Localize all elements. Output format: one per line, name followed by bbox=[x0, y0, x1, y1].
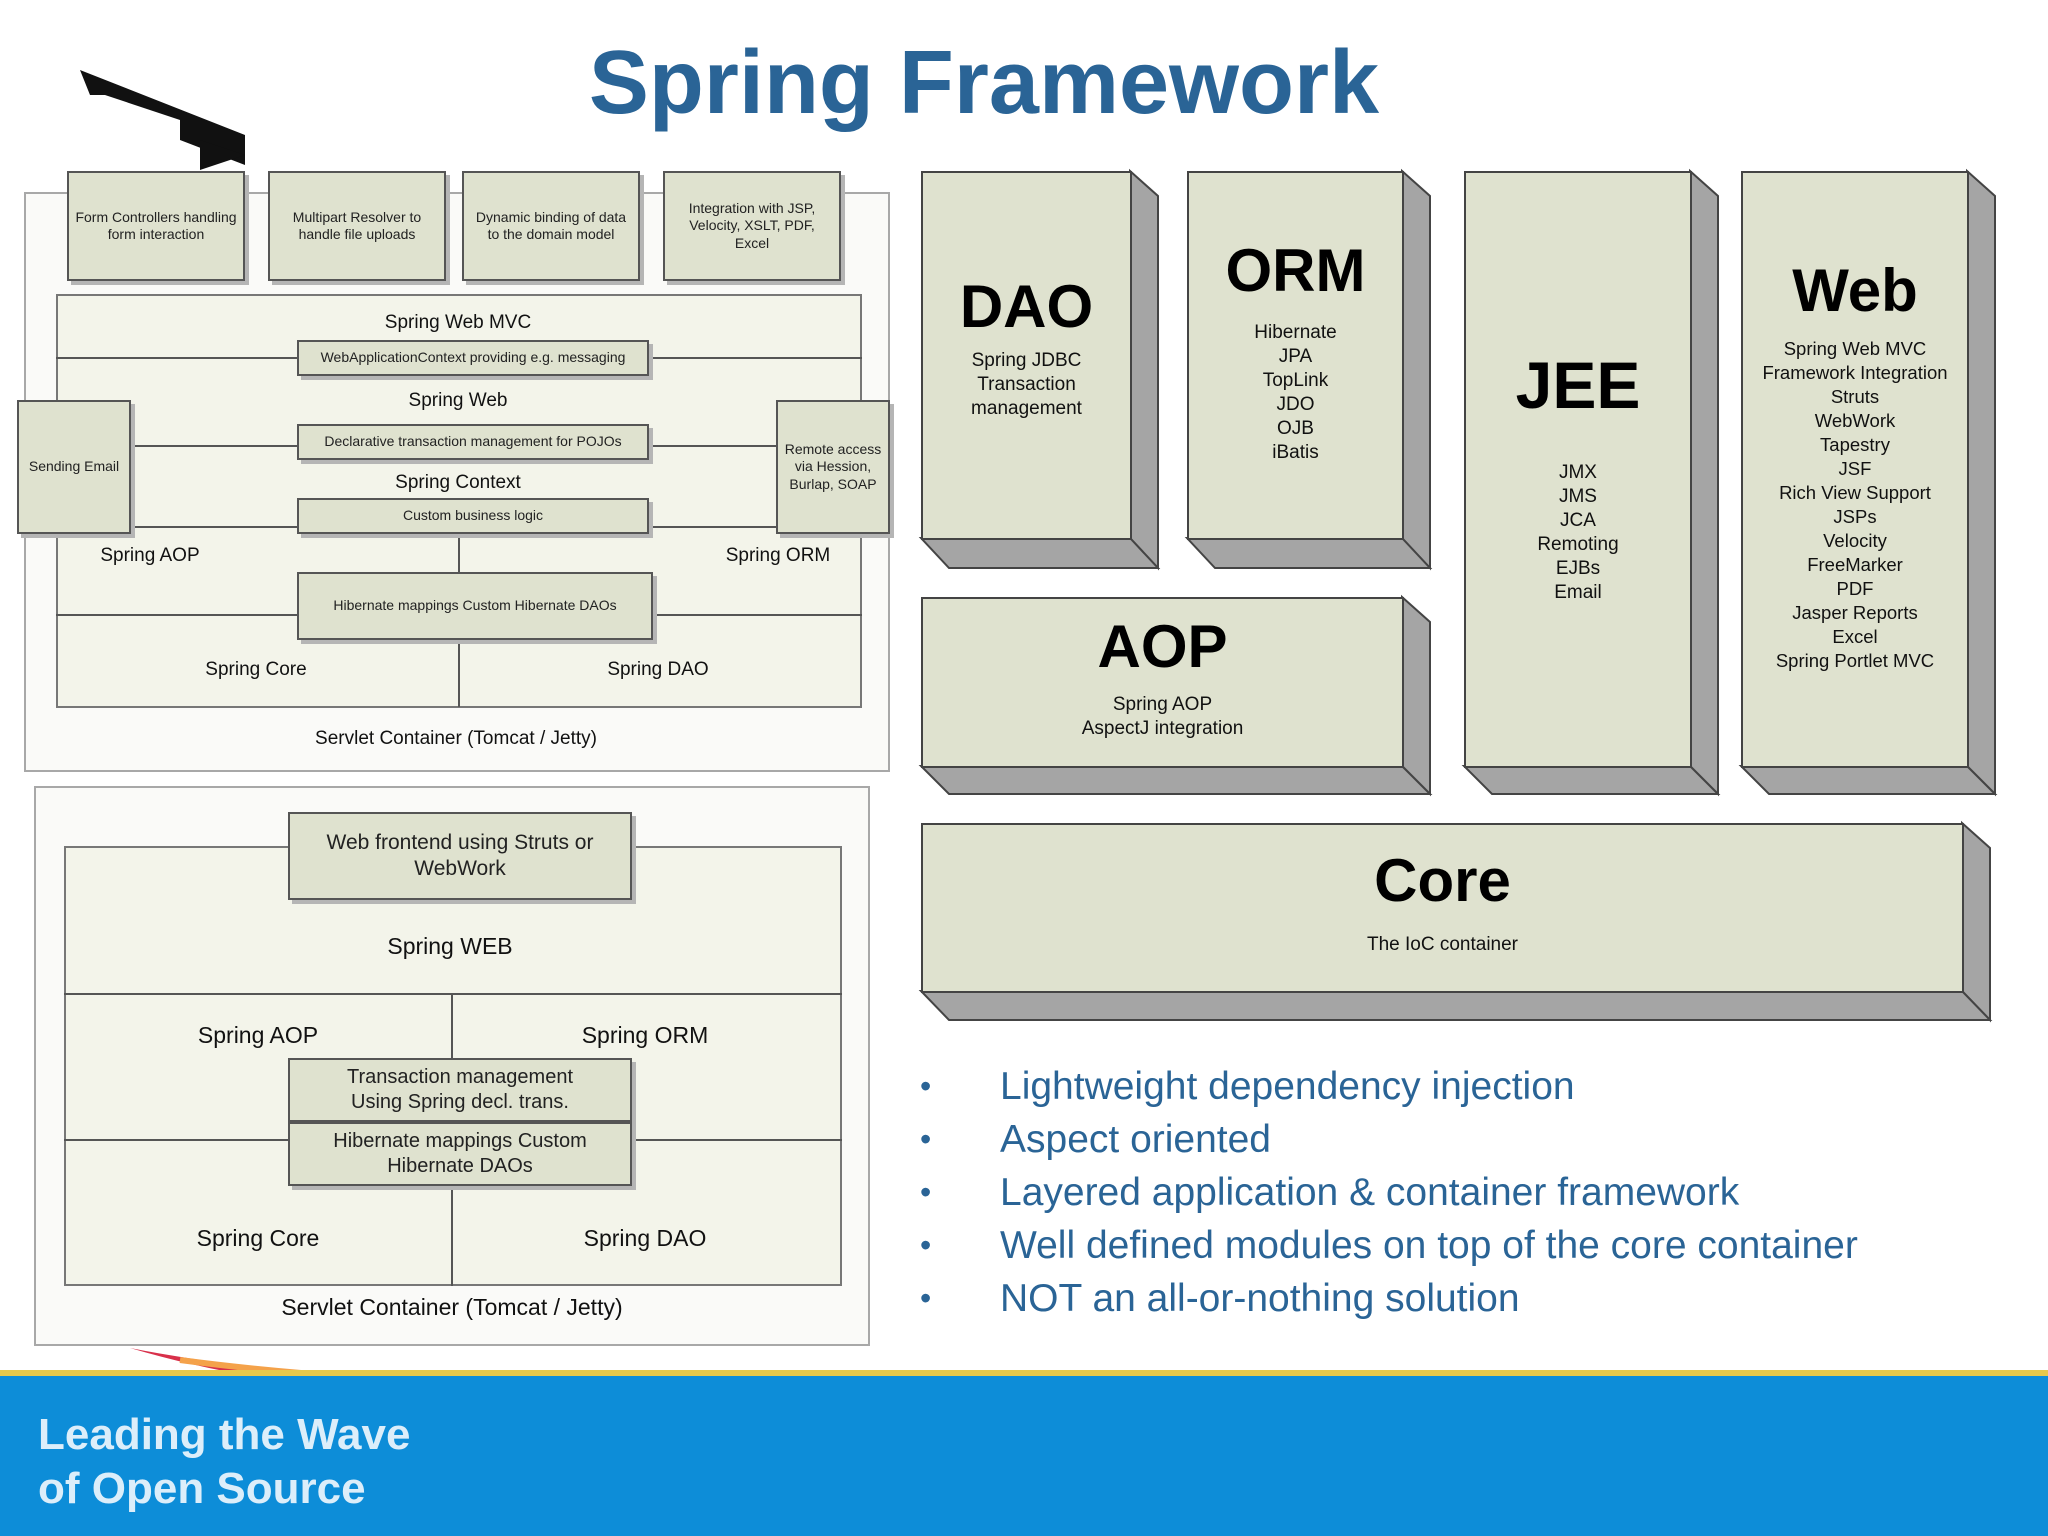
hibernate-box: Hibernate mappings Custom Hibernate DAOs bbox=[297, 572, 653, 640]
list-item: •Aspect oriented bbox=[920, 1117, 1272, 1161]
servlet-container-label: Servlet Container (Tomcat / Jetty) bbox=[281, 1294, 623, 1320]
spring-orm-label: Spring ORM bbox=[725, 545, 831, 566]
dao-title: DAO bbox=[959, 273, 1094, 340]
bullet-icon: • bbox=[920, 1227, 932, 1263]
jee-item: EJBs bbox=[1555, 558, 1601, 579]
list-item: •Well defined modules on top of the core… bbox=[920, 1223, 1858, 1267]
dynamic-binding-box: Dynamic binding of data to the domain mo… bbox=[462, 171, 640, 281]
orm-item: OJB bbox=[1277, 418, 1314, 439]
orm-module: ORM Hibernate JPA TopLink JDO OJB iBatis bbox=[1187, 171, 1404, 540]
web-item: WebWork bbox=[1814, 410, 1896, 431]
custom-logic-box: Custom business logic bbox=[297, 498, 649, 534]
core-item: The IoC container bbox=[1366, 934, 1519, 955]
web-item: JSF bbox=[1838, 458, 1872, 479]
dao-module: DAO Spring JDBC Transaction management bbox=[921, 171, 1132, 540]
web-title: Web bbox=[1792, 257, 1918, 324]
web-item: Struts bbox=[1830, 386, 1880, 407]
jee-item: JMX bbox=[1558, 462, 1597, 483]
spring-aop-label: Spring AOP bbox=[197, 1022, 319, 1048]
web-item: Velocity bbox=[1823, 530, 1887, 551]
web-item: FreeMarker bbox=[1807, 554, 1903, 575]
web-item: Spring Portlet MVC bbox=[1775, 650, 1935, 671]
jee-item: Email bbox=[1554, 582, 1602, 603]
dao-item: Transaction bbox=[977, 374, 1076, 395]
web-item: Jasper Reports bbox=[1792, 602, 1918, 623]
aop-title: AOP bbox=[1097, 613, 1228, 680]
jee-module: JEE JMX JMS JCA Remoting EJBs Email bbox=[1464, 171, 1692, 768]
spring-core-label: Spring Core bbox=[205, 659, 307, 680]
jee-item: Remoting bbox=[1537, 534, 1619, 555]
spring-context-label: Spring Context bbox=[395, 472, 521, 493]
spring-web-mvc-label: Spring Web MVC bbox=[384, 312, 532, 333]
web-item: JSPs bbox=[1833, 506, 1877, 527]
apache-logo-icon bbox=[80, 70, 245, 170]
spring-dao-label: Spring DAO bbox=[607, 659, 709, 680]
hibernate-box: Hibernate mappings Custom Hibernate DAOs bbox=[288, 1122, 632, 1186]
jee-title: JEE bbox=[1515, 348, 1641, 422]
list-item: •Layered application & container framewo… bbox=[920, 1170, 1740, 1214]
orm-item: iBatis bbox=[1272, 442, 1319, 463]
remote-access-box: Remote access via Hession, Burlap, SOAP bbox=[776, 400, 890, 534]
bullet-icon: • bbox=[920, 1174, 932, 1210]
web-item: Spring Web MVC bbox=[1783, 338, 1927, 359]
spring-aop-label: Spring AOP bbox=[100, 545, 200, 566]
list-item: •NOT an all-or-nothing solution bbox=[920, 1276, 1520, 1320]
bullet-icon: • bbox=[920, 1068, 932, 1104]
spring-orm-label: Spring ORM bbox=[581, 1022, 709, 1048]
aop-module: AOP Spring AOP AspectJ integration bbox=[921, 597, 1404, 768]
bullet-icon: • bbox=[920, 1280, 932, 1316]
aop-item: Spring AOP bbox=[1112, 694, 1213, 715]
web-item: Tapestry bbox=[1820, 434, 1890, 455]
module-depth-shading bbox=[918, 168, 1998, 1023]
web-item: PDF bbox=[1836, 578, 1874, 599]
dao-item: management bbox=[971, 398, 1082, 419]
web-item: Excel bbox=[1832, 626, 1878, 647]
spring-dao-label: Spring DAO bbox=[583, 1225, 707, 1251]
list-item: •Lightweight dependency injection bbox=[920, 1064, 1575, 1108]
orm-item: JDO bbox=[1276, 394, 1315, 415]
core-module: Core The IoC container bbox=[921, 823, 1964, 993]
dao-item: Spring JDBC bbox=[971, 350, 1082, 371]
webappcontext-box: WebApplicationContext providing e.g. mes… bbox=[297, 340, 649, 376]
footer-line-2: of Open Source bbox=[38, 1464, 366, 1513]
footer-line-1: Leading the Wave bbox=[38, 1410, 411, 1459]
web-module: Web Spring Web MVC Framework Integration… bbox=[1741, 171, 1969, 768]
spring-web-label: Spring Web bbox=[408, 390, 508, 411]
footer-slogan: Leading the Wave of Open Source bbox=[38, 1408, 410, 1516]
spring-core-label: Spring Core bbox=[196, 1225, 320, 1251]
tx-management-box: Transaction management Using Spring decl… bbox=[288, 1058, 632, 1122]
feature-list: •Lightweight dependency injection •Aspec… bbox=[920, 1060, 2020, 1325]
form-controllers-box: Form Controllers handling form interacti… bbox=[67, 171, 245, 281]
orm-item: Hibernate bbox=[1254, 322, 1337, 343]
jee-item: JCA bbox=[1560, 510, 1596, 531]
page-title: Spring Framework bbox=[588, 33, 1380, 133]
divider bbox=[64, 993, 842, 995]
footer-accent bbox=[0, 1370, 2048, 1380]
spring-web-label: Spring WEB bbox=[387, 933, 513, 959]
declarative-tx-box: Declarative transaction management for P… bbox=[297, 424, 649, 460]
web-item: Framework Integration bbox=[1762, 362, 1948, 383]
sending-email-box: Sending Email bbox=[17, 400, 131, 534]
multipart-resolver-box: Multipart Resolver to handle file upload… bbox=[268, 171, 446, 281]
orm-item: TopLink bbox=[1262, 370, 1329, 391]
core-title: Core bbox=[1374, 847, 1511, 914]
servlet-container-label: Servlet Container (Tomcat / Jetty) bbox=[315, 728, 597, 749]
footer-banner bbox=[0, 1376, 2048, 1536]
web-item: Rich View Support bbox=[1779, 482, 1931, 503]
orm-title: ORM bbox=[1225, 237, 1366, 304]
bullet-icon: • bbox=[920, 1121, 932, 1157]
orm-item: JPA bbox=[1278, 346, 1313, 367]
jee-item: JMS bbox=[1558, 486, 1597, 507]
integration-box: Integration with JSP, Velocity, XSLT, PD… bbox=[663, 171, 841, 281]
web-frontend-box: Web frontend using Struts or WebWork bbox=[288, 812, 632, 900]
aop-item: AspectJ integration bbox=[1081, 718, 1244, 739]
